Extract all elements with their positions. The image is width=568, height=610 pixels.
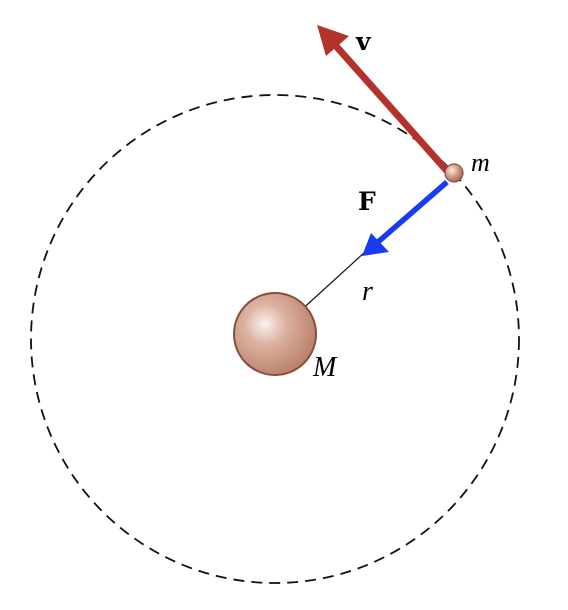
large-mass bbox=[233, 292, 317, 376]
force-arrowhead bbox=[362, 233, 389, 256]
velocity-label: v bbox=[355, 27, 372, 56]
velocity-arrowhead bbox=[317, 25, 349, 56]
small-mass bbox=[444, 163, 464, 183]
large-mass-label: M bbox=[312, 352, 338, 383]
velocity-arrow-shaft bbox=[333, 43, 451, 175]
orbit-path bbox=[30, 94, 520, 584]
force-arrow-shaft bbox=[376, 179, 449, 245]
force-label: F bbox=[358, 187, 376, 216]
radius-label: r bbox=[362, 276, 373, 307]
small-mass-label: m bbox=[471, 148, 490, 177]
